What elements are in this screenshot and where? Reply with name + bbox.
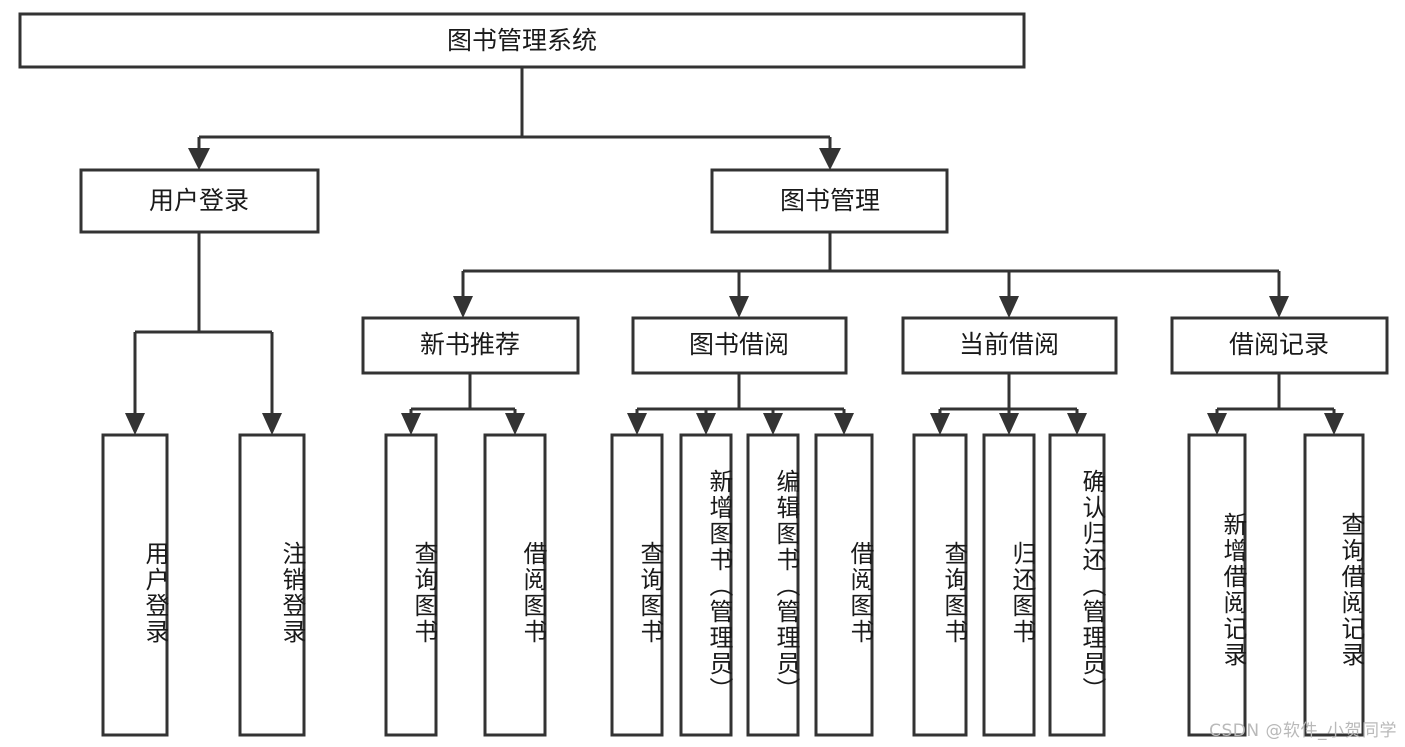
node-book-borrow-box[interactable] xyxy=(631,316,848,375)
leaf-boxes-group xyxy=(101,433,1365,737)
arrow-head-leaf-query-book-3 xyxy=(930,413,950,435)
node-new-book-rec-box[interactable] xyxy=(361,316,580,375)
node-borrow-record-label: 借阅记录 xyxy=(1229,330,1329,359)
node-book-manage-label: 图书管理 xyxy=(780,186,880,215)
leaf-box-user-login[interactable] xyxy=(101,433,169,737)
arrow-head-book-manage xyxy=(819,148,841,170)
node-new-book-rec[interactable]: 新书推荐 xyxy=(361,316,580,375)
node-user-login-box[interactable] xyxy=(79,168,320,234)
node-root[interactable]: 图书管理系统 xyxy=(18,12,1026,69)
leaf-box-query-book-2[interactable] xyxy=(610,433,664,737)
node-book-borrow-label: 图书借阅 xyxy=(689,330,789,359)
arrow-head-leaf-borrow-book-1 xyxy=(505,413,525,435)
node-book-borrow[interactable]: 图书借阅 xyxy=(631,316,848,375)
node-root-box[interactable] xyxy=(18,12,1026,69)
arrow-head-leaf-return-book xyxy=(999,413,1019,435)
arrow-head-leaf-add-record xyxy=(1207,413,1227,435)
connector-new-book-rec-to-leaves xyxy=(401,373,525,435)
arrow-head-leaf-query-book-1 xyxy=(401,413,421,435)
node-borrow-record[interactable]: 借阅记录 xyxy=(1170,316,1389,375)
arrow-head-leaf-confirm-return xyxy=(1067,413,1087,435)
csdn-watermark: CSDN @软件_小贺同学 xyxy=(1209,721,1397,741)
leaf-box-borrow-book-1[interactable] xyxy=(483,433,547,737)
node-root-label: 图书管理系统 xyxy=(447,26,597,55)
leaf-box-query-book-1[interactable] xyxy=(384,433,438,737)
node-new-book-rec-label: 新书推荐 xyxy=(420,330,520,359)
leaf-box-add-record[interactable] xyxy=(1187,433,1247,737)
arrow-head-leaf-logout-login xyxy=(262,413,282,435)
connector-root-to-level2 xyxy=(188,67,841,170)
node-current-borrow-box[interactable] xyxy=(901,316,1118,375)
leaf-box-edit-book[interactable] xyxy=(746,433,800,737)
connector-borrow-record-to-leaves xyxy=(1207,373,1344,435)
connector-user-login-to-leaves xyxy=(125,232,282,435)
arrow-head-current-borrow xyxy=(999,296,1019,318)
arrow-head-leaf-borrow-book-2 xyxy=(834,413,854,435)
leaf-box-confirm-return[interactable] xyxy=(1048,433,1106,737)
leaf-box-return-book[interactable] xyxy=(982,433,1036,737)
node-current-borrow[interactable]: 当前借阅 xyxy=(901,316,1118,375)
node-book-manage-box[interactable] xyxy=(710,168,949,234)
leaf-box-logout-login[interactable] xyxy=(238,433,306,737)
node-borrow-record-box[interactable] xyxy=(1170,316,1389,375)
arrow-head-leaf-query-book-2 xyxy=(627,413,647,435)
arrow-head-new-book-rec xyxy=(453,296,473,318)
node-current-borrow-label: 当前借阅 xyxy=(959,330,1059,359)
node-user-login[interactable]: 用户登录 xyxy=(79,168,320,234)
leaf-box-add-book[interactable] xyxy=(679,433,733,737)
leaf-box-query-book-3[interactable] xyxy=(912,433,968,737)
leaf-box-borrow-book-2[interactable] xyxy=(814,433,874,737)
arrow-head-leaf-user-login xyxy=(125,413,145,435)
arrow-head-leaf-query-record xyxy=(1324,413,1344,435)
node-book-manage[interactable]: 图书管理 xyxy=(710,168,949,234)
node-user-login-label: 用户登录 xyxy=(149,186,249,215)
connector-book-manage-to-level3 xyxy=(453,232,1289,318)
connector-book-borrow-to-leaves xyxy=(627,373,854,435)
leaf-box-query-record[interactable] xyxy=(1303,433,1365,737)
connector-current-borrow-to-leaves xyxy=(930,373,1087,435)
arrow-head-user-login xyxy=(188,148,210,170)
arrow-head-book-borrow xyxy=(729,296,749,318)
arrow-head-leaf-edit-book xyxy=(763,413,783,435)
arrow-head-borrow-record xyxy=(1269,296,1289,318)
arrow-head-leaf-add-book xyxy=(696,413,716,435)
